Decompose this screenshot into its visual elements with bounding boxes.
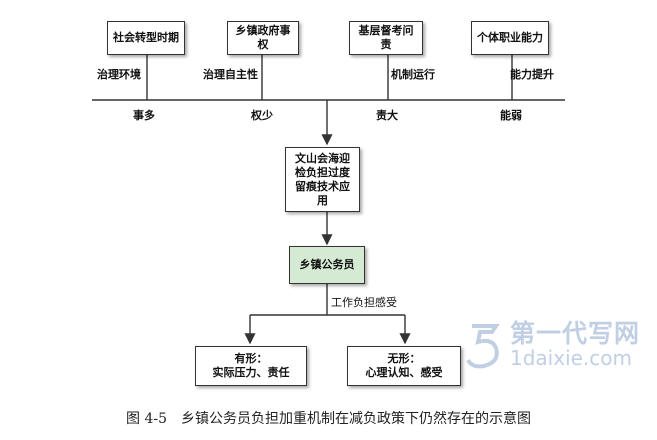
leaf-box-left: 有形： 实际压力、责任	[195, 346, 307, 386]
watermark-cn: 第一代写网	[510, 319, 641, 348]
bus-label-3: 责大	[376, 109, 398, 122]
watermark-logo-icon	[466, 324, 500, 369]
top-box-2: 乡镇政府事权	[227, 21, 299, 55]
leaf-box-right: 无形： 心理认知、感受	[347, 346, 461, 386]
arrow-label-1: 治理环境	[97, 68, 141, 81]
arrow-label-4: 能力提升	[510, 68, 554, 81]
watermark: 第一代写网 1daixie.com	[462, 312, 652, 374]
leaf-left-line1: 有形：	[234, 352, 268, 365]
leaf-right-line1: 无形：	[387, 352, 421, 365]
top-box-3: 基层督考问责	[349, 21, 423, 55]
bus-label-2: 权少	[251, 109, 273, 122]
core-box: 乡镇公务员	[289, 246, 365, 284]
figure-caption: 图 4-5 乡镇公务员负担加重机制在减负政策下仍然存在的示意图	[126, 411, 531, 427]
leaf-right-line2: 心理认知、感受	[365, 366, 443, 379]
center-box: 文山会海迎检负担过度留痕技术应用	[285, 147, 360, 212]
bus-label-1: 事多	[133, 109, 155, 122]
arrow-label-2: 治理自主性	[203, 68, 258, 81]
split-label: 工作负担感受	[331, 296, 397, 309]
top-box-4: 个体职业能力	[471, 21, 549, 55]
arrow-label-3: 机制运行	[391, 68, 435, 81]
watermark-en: 1daixie.com	[510, 346, 633, 370]
top-box-1: 社会转型时期	[107, 21, 185, 55]
leaf-left-line2: 实际压力、责任	[212, 366, 290, 379]
bus-label-4: 能弱	[500, 109, 522, 122]
